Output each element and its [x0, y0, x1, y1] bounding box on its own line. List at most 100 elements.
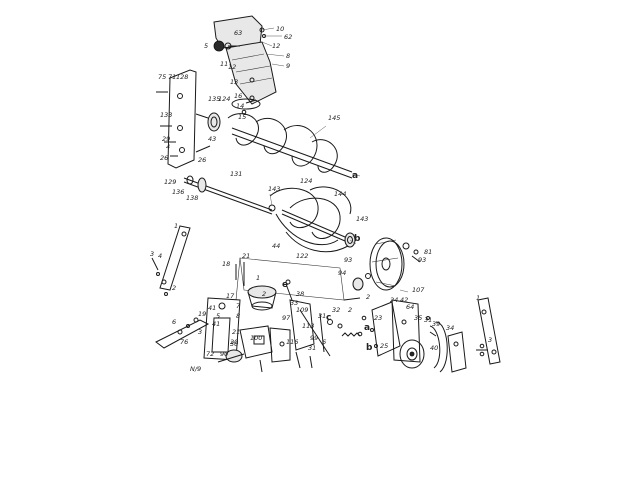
friction-wheel: [399, 339, 425, 369]
callout-labels: 10 62 63 5 12 8 11 12 9 75 71 128 13 16 …: [150, 25, 492, 373]
label-71: 71: [168, 73, 176, 81]
label-93: 93: [418, 256, 426, 264]
label-32: 32: [332, 306, 340, 314]
label-8b: 8: [236, 312, 240, 320]
label-93b: 93: [344, 256, 352, 264]
label-44: 44: [272, 242, 280, 250]
label-1b: 1: [256, 274, 260, 282]
label-124b: 124: [300, 177, 312, 185]
label-13: 13: [230, 78, 238, 86]
label-135: 135: [208, 95, 220, 103]
label-26b: 26: [198, 156, 206, 164]
label-41: 41: [208, 304, 216, 312]
label-122: 122: [296, 252, 308, 260]
label-5b: 5: [216, 312, 220, 320]
label-42: 42: [400, 296, 408, 304]
label-2: 2: [262, 290, 266, 298]
lower-auger-flight: [269, 186, 353, 253]
label-25: 25: [380, 342, 388, 350]
label-17: 17: [226, 292, 235, 300]
label-97: 97: [282, 314, 291, 322]
center-linkage: [285, 279, 361, 357]
label-81: 81: [424, 248, 432, 256]
label-40: 40: [430, 344, 438, 352]
label-39: 39: [432, 320, 440, 328]
left-bearing: [195, 112, 221, 132]
left-bolts: [156, 91, 178, 157]
label-29: 29: [162, 135, 170, 143]
label-7: 7: [236, 302, 241, 310]
label-14: 14: [236, 102, 244, 110]
label-5: 5: [204, 42, 208, 50]
label-16: 16: [234, 92, 242, 100]
label-18: 18: [222, 260, 230, 268]
label-3b: 3: [488, 336, 492, 344]
label-107: 107: [412, 286, 425, 294]
label-41b: 41: [212, 320, 220, 328]
label-12: 12: [272, 42, 280, 50]
label-24: 24: [390, 296, 398, 304]
left-skid-hardware: [151, 257, 168, 296]
label-20: 20: [230, 338, 238, 346]
chute-crank-knob: [213, 40, 240, 52]
label-133: 133: [160, 111, 172, 119]
lower-left-linkage: [155, 297, 313, 373]
label-2b: 2: [366, 293, 370, 301]
auger-drive-pulley: [369, 237, 405, 291]
impeller-shaft: [183, 175, 276, 215]
left-side-plate: [167, 69, 197, 169]
label-35: 35: [414, 314, 422, 322]
impeller-cup: [247, 285, 277, 311]
label-131: 131: [230, 170, 242, 178]
label-3c: 3: [198, 328, 202, 336]
label-136: 136: [172, 188, 184, 196]
label-144: 144: [334, 190, 346, 198]
label-31c: 31: [308, 344, 316, 352]
discharge-chute: [213, 15, 277, 110]
label-15: 15: [238, 113, 246, 121]
label-33: 33: [290, 299, 298, 307]
label-75: 75: [158, 73, 166, 81]
label-38: 38: [296, 290, 304, 298]
label-124: 124: [218, 95, 230, 103]
upper-auger-flight: [227, 113, 338, 173]
label-8: 8: [286, 52, 290, 60]
label-b2: b: [366, 343, 373, 353]
label-11: 11: [220, 60, 228, 68]
control-spring: [341, 332, 361, 337]
label-145: 145: [328, 114, 340, 122]
label-21: 21: [242, 252, 250, 260]
label-64: 64: [406, 303, 414, 311]
side-link: [195, 145, 211, 153]
label-43: 43: [208, 135, 216, 143]
left-skid-shoe: [159, 225, 191, 291]
label-4: 4: [166, 143, 170, 151]
right-skid-hardware: [476, 343, 488, 357]
label-3: 3: [150, 250, 154, 258]
label-9: 9: [286, 62, 290, 70]
label-116: 116: [286, 338, 298, 346]
label-143b: 143: [356, 215, 368, 223]
label-72: 72: [206, 350, 214, 358]
small-hardware: [357, 315, 437, 348]
label-109: 109: [296, 306, 308, 314]
label-31b: 31: [424, 316, 432, 324]
label-128: 128: [176, 73, 188, 81]
label-12b: 12: [228, 63, 236, 71]
label-c: c: [326, 313, 331, 323]
margin-code: N/9: [190, 365, 201, 373]
label-1c: 1: [476, 294, 480, 302]
label-4b: 4: [158, 252, 162, 260]
label-143: 143: [268, 185, 280, 193]
label-129: 129: [164, 178, 176, 186]
label-6b: 6: [322, 338, 326, 346]
label-a2: a: [364, 323, 370, 333]
label-a: a: [352, 171, 358, 181]
auger-shaft-upper: [231, 127, 353, 179]
label-30: 30: [230, 340, 238, 348]
label-b: b: [354, 234, 361, 244]
label-2c: 2: [348, 306, 352, 314]
right-bracket: [447, 331, 467, 373]
